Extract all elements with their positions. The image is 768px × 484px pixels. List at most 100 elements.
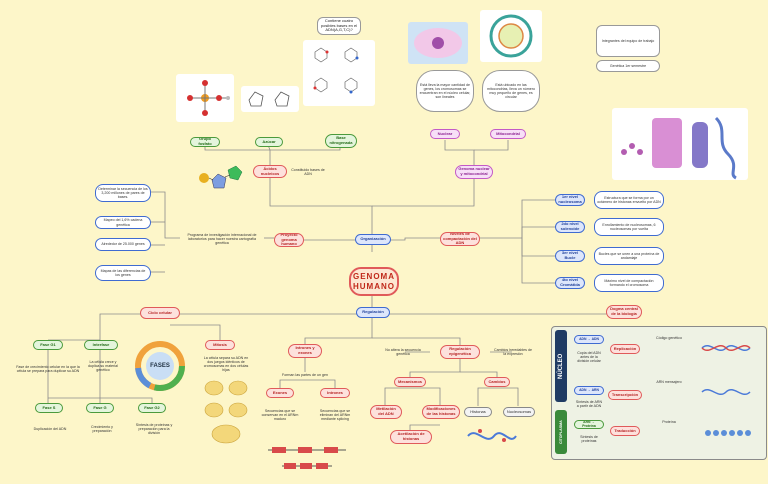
- nivel-3[interactable]: 3er nivel Bucle: [555, 250, 585, 262]
- mitochondria-image: [480, 10, 542, 62]
- node-acidos-nucleicos[interactable]: Ácidos nucleicos: [253, 165, 287, 178]
- arn-mensajero: ARN mensajero: [656, 379, 682, 384]
- node-histonas[interactable]: Histonas: [464, 407, 492, 417]
- citoplasma-label: CITOPLASMA: [555, 410, 567, 454]
- mitosis-desc: La célula separa su ADN en dos juegos id…: [203, 355, 249, 373]
- dna-helix-icon: [701, 345, 751, 351]
- proyecto-item: Alrededor de 25.000 genes: [95, 238, 151, 251]
- sugar-image: [241, 86, 299, 112]
- splicing-image: [262, 440, 352, 476]
- cell-cycle-image: FASES: [134, 340, 186, 392]
- node-adn-arn[interactable]: ADN → ARN: [574, 386, 604, 395]
- ribose-icon: [248, 91, 290, 107]
- proyecto-item: Determinar la secuencia de los 3,200 mil…: [95, 184, 151, 202]
- mrna-icon: [701, 389, 751, 395]
- node-modificaciones[interactable]: Modificaciones de las histonas: [422, 405, 460, 419]
- trad-desc: Síntesis de proteínas: [580, 434, 598, 443]
- cell-cycle-icon: [135, 341, 185, 391]
- node-base-nitrogenada[interactable]: Base nitrogenada: [325, 134, 357, 148]
- nuclear-desc: Está lleva la mayor cantidad de genes, l…: [416, 70, 474, 112]
- cell-image: [408, 22, 468, 64]
- mitosis-image: [200, 378, 252, 450]
- replication-image: [700, 340, 758, 356]
- proyecto-desc: Programa de investigación internacional …: [187, 232, 257, 246]
- phosphate-image: [176, 74, 234, 122]
- nivel-4-desc: Máximo nivel de compactación formando el…: [594, 274, 664, 292]
- hub-organizacion[interactable]: Organización: [355, 234, 391, 245]
- codigo-genetico: Código genético: [656, 335, 682, 340]
- bases-image: [303, 40, 375, 106]
- nivel-2[interactable]: 2do nivel solenoide: [555, 221, 585, 233]
- g-desc: Crecimiento y preparación: [91, 424, 113, 433]
- node-regulacion-epigenetica[interactable]: Regulación epigenética: [440, 345, 480, 359]
- hub-regulacion[interactable]: Regulación: [356, 307, 390, 318]
- nivel-4[interactable]: 4to nivel Cromátida: [555, 277, 585, 289]
- node-proyecto-genoma[interactable]: Proyecto genoma humano: [274, 233, 304, 247]
- nucleo-label: NÚCLEO: [555, 330, 567, 402]
- node-exones[interactable]: Exones: [266, 388, 294, 398]
- node-acetilacion[interactable]: Acetilación de histonas: [390, 430, 432, 444]
- node-traduccion[interactable]: Traducción: [610, 426, 640, 436]
- mitochondria-icon: [489, 14, 533, 58]
- trans-desc: Síntesis de ARN a partir de ADN: [575, 399, 603, 408]
- g2-desc: Síntesis de proteínas y preparación para…: [135, 422, 173, 436]
- nivel-2-desc: Enrollamiento de nucleosomas, 6 nucleoso…: [594, 218, 664, 236]
- g1-desc: Fase de crecimiento celular en la que la…: [16, 364, 80, 373]
- dna-methylation-icon: [467, 429, 517, 442]
- proyecto-item: Mapas de las diferencias de los genes: [95, 265, 151, 281]
- node-mecanismos[interactable]: Mecanismos: [394, 377, 426, 387]
- rep-desc: Copia del ADN antes de la división celul…: [577, 350, 601, 364]
- intrones-note: Forman las partes de un gen: [282, 372, 328, 377]
- node-fase-g2[interactable]: Fase G2: [138, 403, 166, 413]
- node-metilacion[interactable]: Metilación del ADN: [370, 405, 402, 419]
- node-ciclo-celular[interactable]: Ciclo celular: [140, 307, 180, 319]
- splicing-icon: [268, 447, 346, 469]
- node-grupo-fosfato[interactable]: Grupo fosfato: [190, 137, 220, 147]
- chromatin-levels-icon: [621, 116, 737, 180]
- protein-chain-icon: [705, 430, 751, 436]
- node-niveles-compactacion[interactable]: Niveles de compactación del ADN: [440, 232, 480, 246]
- phosphate-molecule-icon: [187, 80, 230, 116]
- proyecto-item: Mapeo del 1,6% cadena genética: [95, 216, 151, 229]
- mito-desc: Está ubicado en las mitocondrias, lleva …: [482, 70, 540, 112]
- node-intrones[interactable]: Intrones: [320, 388, 350, 398]
- node-fase-g[interactable]: Fase G: [86, 403, 114, 413]
- node-nucleosomas[interactable]: Nucleosomas: [503, 407, 535, 417]
- exones-desc: Secuencias que se conservan en el ARNm m…: [261, 408, 299, 422]
- node-genoma-nuclear[interactable]: Genoma nuclear y mitocondrial: [455, 165, 493, 179]
- fases-label: FASES: [150, 362, 170, 369]
- credits-course: Genética 1er semestre: [596, 60, 660, 72]
- acidos-note: Constituido bases de ADN: [291, 168, 325, 176]
- node-interfase[interactable]: Interfase: [84, 340, 118, 350]
- node-azucar[interactable]: Azúcar: [255, 137, 283, 147]
- nivel-1[interactable]: 1er nivel nucleosoma: [555, 194, 585, 206]
- chromatin-image: [612, 108, 748, 180]
- transcription-image: [700, 384, 758, 400]
- nitrogen-bases-icon: [313, 47, 359, 94]
- nucleotide-icon: [199, 165, 243, 189]
- node-intrones-exones[interactable]: Intrones y exones: [288, 344, 322, 358]
- no-altera: No altera la secuencia genética: [385, 347, 421, 356]
- node-fase-s[interactable]: Fase S: [35, 403, 63, 413]
- node-dogma-central[interactable]: Dogma central de la biología: [606, 305, 642, 319]
- proteina-label: Proteína: [662, 419, 676, 424]
- inter-desc: La célula crece y duplica su material ge…: [88, 359, 118, 373]
- node-replicacion[interactable]: Replicación: [610, 344, 640, 354]
- question-box: Contiene cuatro posibles bases en el ADN…: [317, 17, 361, 35]
- node-nuclear[interactable]: Nuclear: [430, 129, 460, 139]
- cell-icon: [414, 28, 462, 58]
- node-fase-g1[interactable]: Fase G1: [33, 340, 63, 350]
- node-cambios[interactable]: Cambios: [484, 377, 510, 387]
- s-desc: Duplicación del ADN: [33, 426, 67, 431]
- methylation-image: [466, 424, 518, 446]
- node-adn-adn[interactable]: ADN → ADN: [574, 335, 604, 344]
- translation-image: [700, 424, 758, 442]
- mitosis-stages-icon: [204, 380, 248, 444]
- nivel-3-desc: Bucles que se unen a una proteína de and…: [594, 247, 664, 265]
- node-arn-proteina[interactable]: ARN → Proteína: [574, 420, 604, 429]
- node-mitosis[interactable]: Mitosis: [205, 340, 235, 350]
- node-transcripcion[interactable]: Transcripción: [608, 390, 642, 400]
- credits-team: Integrantes del equipo de trabajo: [596, 25, 660, 57]
- nivel-1-desc: Estructura que se forma por un octámero …: [594, 191, 664, 209]
- node-mitocondrial[interactable]: Mitocondrial: [490, 129, 526, 139]
